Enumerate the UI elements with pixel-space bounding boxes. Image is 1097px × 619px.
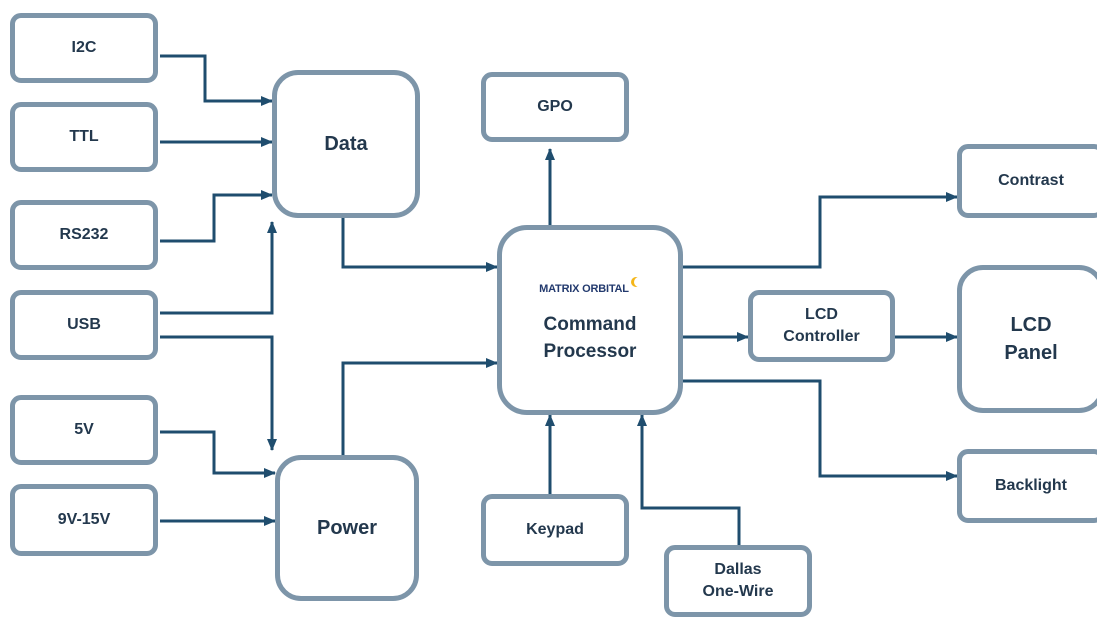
arrow-i2c-to-data <box>160 54 273 106</box>
arrow-usb-to-power <box>160 335 277 451</box>
command-processor-box: MATRIX ORBITAL Command Processor <box>497 225 683 415</box>
gpo-box: GPO <box>481 72 629 142</box>
matrix-orbital-logo: MATRIX ORBITAL <box>539 276 644 303</box>
keypad-box: Keypad <box>481 494 629 566</box>
lcd-controller-label-line2: Controller <box>783 328 860 345</box>
backlight-box: Backlight <box>957 449 1097 523</box>
lcd-controller-label-line1: LCD <box>805 306 838 323</box>
9v-15v-label: 9V-15V <box>57 511 111 528</box>
backlight-label: Backlight <box>994 477 1067 494</box>
rs232-label: RS232 <box>59 226 109 243</box>
arrow-processor-to-backlight <box>682 379 958 481</box>
usb-box: USB <box>10 290 158 360</box>
arrow-dallas-to-processor <box>637 414 741 545</box>
ttl-label: TTL <box>69 128 99 145</box>
data-box: Data <box>272 70 420 218</box>
ttl-box: TTL <box>10 102 158 172</box>
lcd-controller-box: LCD Controller <box>748 290 895 362</box>
arrow-power-to-processor <box>341 358 498 456</box>
lcd-panel-label-line1: LCD <box>1010 314 1052 336</box>
dallas-label-line1: Dallas <box>714 561 762 578</box>
rs232-box: RS232 <box>10 200 158 270</box>
5v-label: 5V <box>74 421 94 438</box>
contrast-box: Contrast <box>957 144 1097 218</box>
logo-wordmark: MATRIX ORBITAL <box>539 282 629 295</box>
contrast-label: Contrast <box>998 172 1064 189</box>
lcd-panel-label-line2: Panel <box>1004 342 1058 364</box>
dallas-one-wire-box: Dallas One-Wire <box>664 545 812 617</box>
arrow-usb-to-data <box>160 221 277 315</box>
9v-15v-box: 9V-15V <box>10 484 158 556</box>
keypad-label: Keypad <box>526 521 584 538</box>
arrow-processor-to-contrast <box>682 192 958 269</box>
processor-title-line2: Processor <box>543 340 637 362</box>
arrow-rs232-to-data <box>160 190 273 243</box>
gpo-label: GPO <box>537 98 573 115</box>
power-box: Power <box>275 455 419 601</box>
i2c-label: I2C <box>71 39 97 56</box>
i2c-box: I2C <box>10 13 158 83</box>
crescent-icon <box>630 277 644 289</box>
lcd-panel-box: LCD Panel <box>957 265 1097 413</box>
arrow-5v-to-power <box>160 430 276 478</box>
power-label: Power <box>316 516 378 539</box>
dallas-label-line2: One-Wire <box>702 583 774 600</box>
usb-label: USB <box>67 316 101 333</box>
arrow-data-to-processor <box>341 217 498 272</box>
data-label: Data <box>324 132 368 155</box>
processor-title-line1: Command <box>543 313 637 335</box>
5v-box: 5V <box>10 395 158 465</box>
